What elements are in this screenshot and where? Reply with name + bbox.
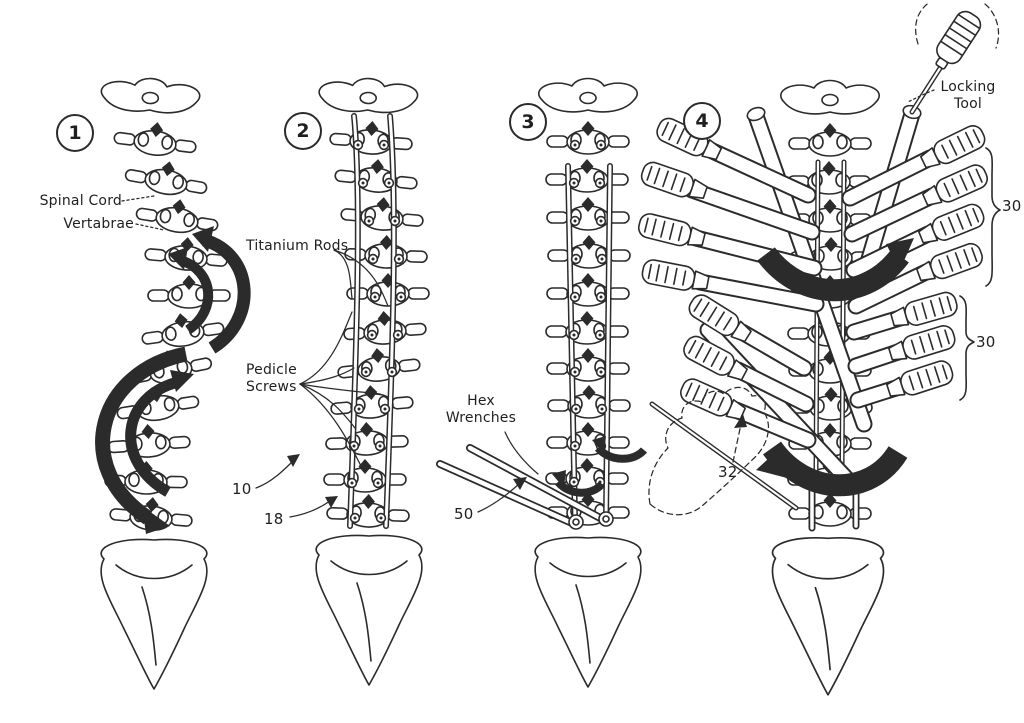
vertabrae-label: Vertabrae	[63, 216, 134, 232]
panel-3-leaders	[477, 431, 539, 513]
rotation-arrows-4	[756, 238, 914, 497]
curved-spine-2	[315, 75, 430, 686]
panel-3-art	[436, 77, 648, 688]
ref-30-lower: 30	[976, 333, 996, 351]
ref-32: 32	[718, 463, 738, 481]
ghost-hand-lower-left	[648, 386, 769, 516]
panel-3-number: 3	[509, 103, 547, 141]
panel-4-art	[635, 1, 1001, 696]
ref-18: 18	[264, 510, 284, 528]
titanium-rods-2	[347, 113, 397, 529]
panel-2-number: 2	[284, 112, 322, 150]
hex-wrenches-label: Hex Wrenches	[445, 393, 517, 426]
panel-1-art	[95, 75, 251, 690]
panel-2-leaders	[255, 249, 389, 518]
panel-2-art	[255, 75, 430, 686]
pedicle-screws-label: Pedicle Screws	[246, 362, 297, 395]
ref-10: 10	[232, 480, 252, 498]
screw-extension-towers-4	[635, 104, 992, 511]
ref-30-upper: 30	[1002, 197, 1022, 215]
hex-wrenches-3	[436, 444, 614, 530]
panel-4-number: 4	[683, 102, 721, 140]
panel-1-leaders	[121, 195, 165, 231]
ghost-hand-left	[915, 1, 931, 45]
titanium-rods-label: Titanium Rods	[246, 238, 349, 254]
titanium-rods-3	[565, 163, 613, 523]
locking-tool-screwdriver	[907, 1, 1000, 115]
spinal-cord-label: Spinal Cord	[39, 193, 122, 209]
locking-tool-label: Locking Tool	[940, 79, 996, 112]
panel-1-number: 1	[56, 114, 94, 152]
rotation-arrows-3	[552, 436, 648, 497]
straight-spine-3	[534, 77, 642, 688]
ghost-hand-right	[984, 3, 1000, 49]
rotation-arrows-1	[95, 226, 251, 534]
brackets-4	[959, 147, 1001, 401]
ref-50: 50	[454, 505, 474, 523]
